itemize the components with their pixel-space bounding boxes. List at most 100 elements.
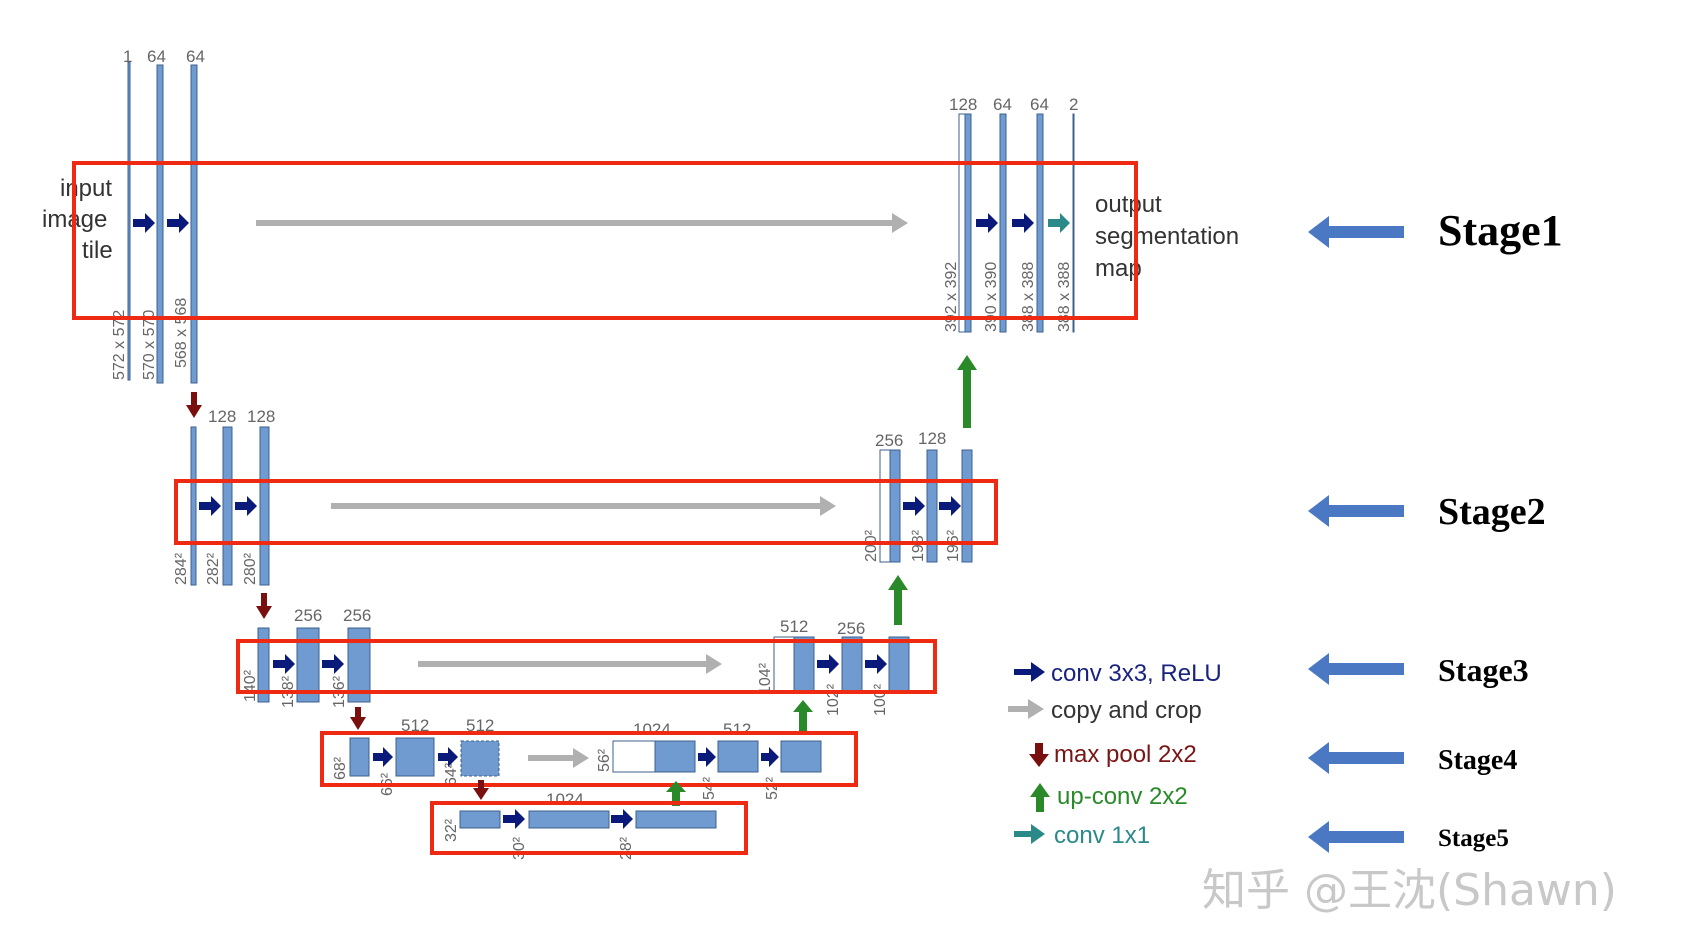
stage1-label: Stage1 [1438, 206, 1563, 255]
s2-block-b [222, 426, 233, 586]
s3-dec-c-size: 100² [872, 683, 889, 716]
legend: conv 3x3, ReLU copy and crop max pool 2x… [1008, 660, 1222, 849]
conv-arrow [199, 496, 221, 516]
s1-in-count: 1 [123, 47, 132, 66]
conv-arrow [373, 747, 393, 767]
s1-dec-block-a [964, 113, 972, 333]
s4-block-a [349, 737, 370, 777]
s3-dec-conv-arrows [817, 654, 887, 674]
legend-copy-label: copy and crop [1051, 697, 1202, 724]
s4-a-size: 68² [332, 756, 349, 780]
conv-arrow [438, 747, 458, 767]
stage4-encoder-blocks [349, 737, 500, 777]
s3-b-count: 256 [343, 606, 371, 625]
s3-dec-b-size: 102² [825, 683, 842, 716]
s3-block-b [296, 627, 320, 703]
s4-dec-conv-arrows [698, 747, 779, 767]
s3-dec-block-b [841, 636, 863, 692]
output-label-line2: segmentation [1095, 223, 1239, 250]
conv-arrow [273, 654, 295, 674]
stage5-highlight-box [430, 801, 748, 855]
stage4-pointer-arrow [1308, 742, 1404, 774]
s3-dec-block-c [888, 636, 910, 692]
stage4-label: Stage4 [1438, 745, 1517, 776]
s3-maxpool-arrow [350, 707, 366, 730]
conv-arrow [903, 496, 925, 516]
s1-dec-c-count: 64 [1030, 95, 1049, 114]
stage2-highlight-box [174, 479, 998, 545]
s4-c-size: 64² [443, 762, 460, 786]
conv-arrow [322, 654, 344, 674]
stage1-encoder-blocks [127, 61, 198, 384]
legend-upconv-icon [1030, 783, 1050, 812]
s2-dec-c-size: 196² [945, 529, 962, 562]
s2-b-count: 128 [247, 407, 275, 426]
conv-arrow [817, 654, 839, 674]
s1-a-size: 570 x 570 [141, 310, 158, 380]
s2-dec-block-a [889, 449, 901, 563]
s5-block-b [528, 810, 610, 829]
s1-dec-conv-arrows [976, 213, 1034, 233]
s2-block-a [190, 426, 197, 586]
s4-dec-a-size: 56² [596, 748, 613, 772]
input-label-line3: tile [82, 237, 113, 264]
s2-a-count: 128 [208, 407, 236, 426]
s1-dec-a-size: 392 x 392 [943, 262, 960, 332]
s2-dec-b-size: 198² [910, 529, 927, 562]
output-label-line3: map [1095, 255, 1142, 282]
s4-dec-block-a [654, 740, 696, 773]
s1-in-size: 572 x 572 [111, 310, 128, 380]
s1-b-size: 568 x 568 [173, 298, 190, 368]
conv-arrow [611, 809, 633, 829]
legend-conv1x1-label: conv 1x1 [1054, 822, 1150, 849]
watermark: 知乎 @王沈(Shawn) [1202, 865, 1617, 916]
s4-dec-c-size: 52² [764, 776, 781, 800]
s2-dec-b-count: 128 [918, 429, 946, 448]
s5-a-count: 1024 [546, 790, 584, 809]
s4-dec-a-count: 1024 [633, 720, 671, 739]
s1-maxpool-arrow [186, 392, 202, 418]
s2-upconv-arrow [888, 575, 908, 625]
stage3-pointer-arrow [1308, 653, 1404, 685]
s5-b-size: 30² [511, 836, 528, 860]
stage1-pointer-arrow [1308, 216, 1404, 248]
s1-copy-crop-arrow [256, 213, 908, 233]
stage-labels [1308, 216, 1404, 853]
s5-block-c [635, 810, 717, 829]
s2-a-size: 284² [173, 552, 190, 585]
stage4-highlight-box [320, 731, 858, 787]
s3-dec-a-size: 104² [757, 662, 774, 695]
s1-dec-block-b [999, 113, 1007, 333]
stage1-decoder-blocks [958, 113, 1075, 333]
s5-block-a [459, 810, 501, 829]
input-label-line1: input [60, 175, 112, 202]
s2-conv-arrows [199, 496, 257, 516]
s3-dec-block-a-outline [773, 636, 795, 692]
stage2-pointer-arrow [1308, 495, 1404, 527]
s2-dec-a-count: 256 [875, 431, 903, 450]
legend-pool-label: max pool 2x2 [1054, 741, 1197, 768]
s4-dec-b-size: 54² [701, 776, 718, 800]
s1-b-count: 64 [186, 47, 205, 66]
s2-dec-block-c [961, 449, 973, 563]
s2-dec-a-size: 200² [863, 529, 880, 562]
stage5-blocks [459, 810, 717, 829]
legend-pool-icon [1029, 743, 1049, 767]
s2-b-size: 282² [205, 552, 222, 585]
s2-dec-block-b [926, 449, 938, 563]
s4-a-count: 512 [401, 716, 429, 735]
conv-arrow [503, 809, 525, 829]
s1-upconv-arrow [957, 355, 977, 428]
stage3-decoder-blocks [773, 636, 910, 692]
s2-dec-conv-arrows [903, 496, 961, 516]
s1-output-count: 2 [1069, 95, 1078, 114]
output-label-line1: output [1095, 191, 1162, 218]
legend-conv1x1-icon [1014, 824, 1045, 844]
s3-a-count: 256 [294, 606, 322, 625]
s5-c-size: 28² [618, 836, 635, 860]
s5-a-size: 32² [443, 818, 460, 842]
s1-dec-b-count: 64 [993, 95, 1012, 114]
conv-arrow [976, 213, 998, 233]
s5-conv-arrows [503, 809, 633, 829]
